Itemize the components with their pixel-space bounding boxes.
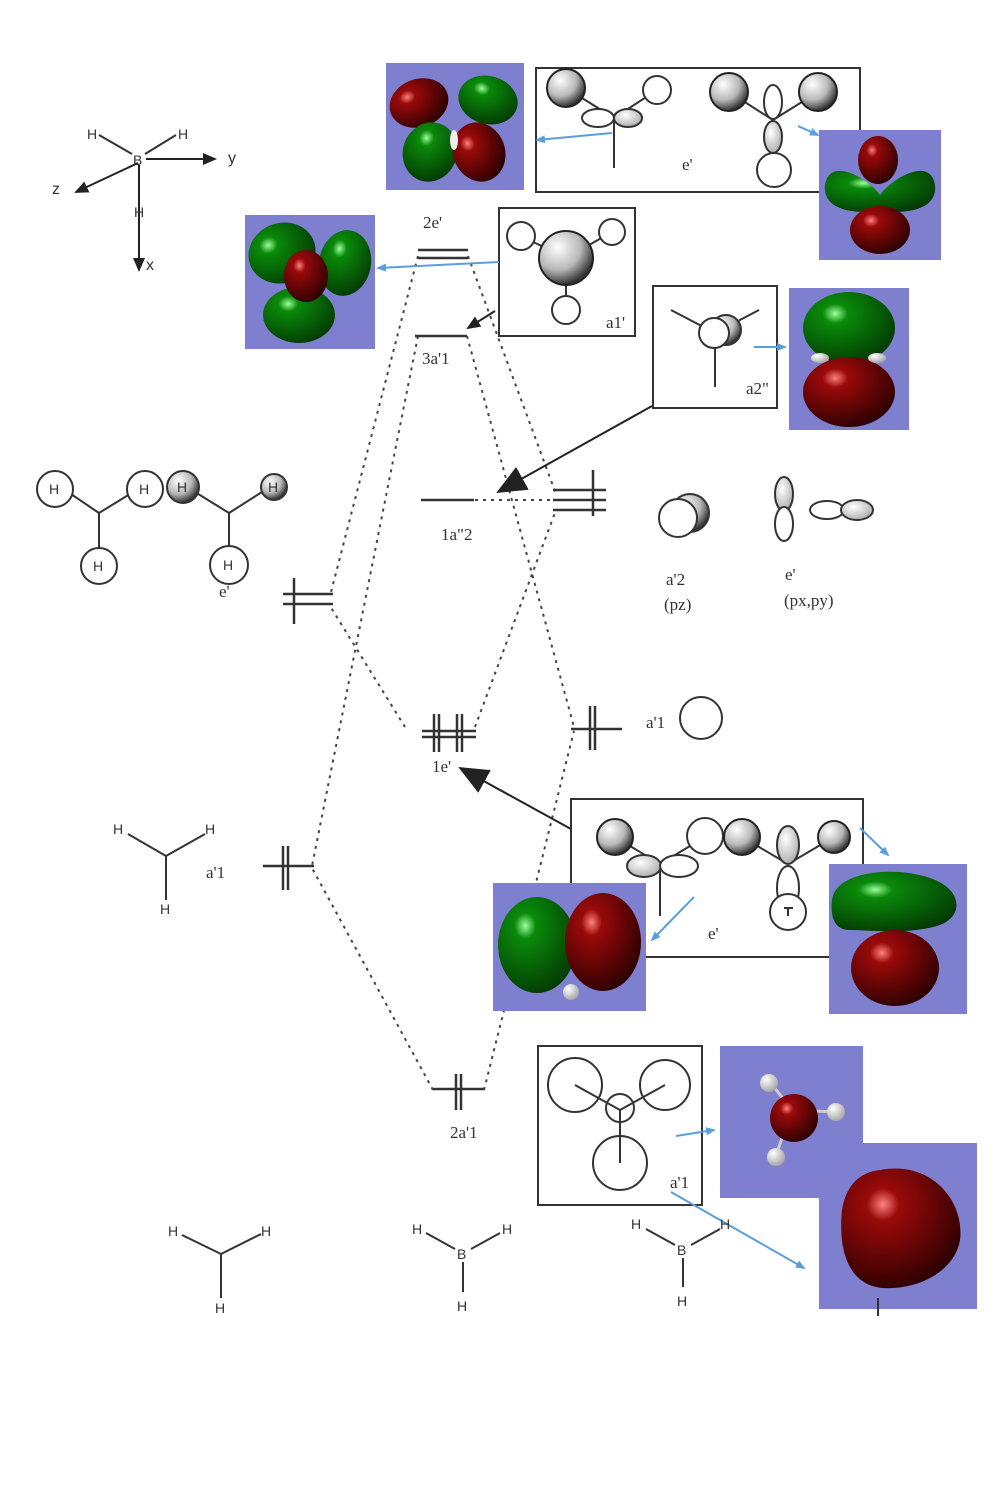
- atom-H: H: [223, 557, 233, 573]
- level-label: 2a'1: [450, 1123, 478, 1142]
- boron-s-sym: a'1: [646, 713, 665, 732]
- atom-H: H: [457, 1298, 467, 1314]
- level-label: 1e': [432, 757, 451, 776]
- salc-box-top-e: e': [535, 67, 861, 193]
- atom-H: H: [168, 1223, 178, 1239]
- atom-H: H: [631, 1216, 641, 1232]
- z-axis-arrow: [74, 162, 139, 193]
- atom-H: H: [502, 1221, 512, 1237]
- level-label: 3a'1: [422, 349, 450, 368]
- atom-H: H: [93, 558, 103, 574]
- fragment-bh3: H H B H: [412, 1221, 512, 1314]
- atom-B: B: [677, 1242, 686, 1258]
- ligand-e-level: e': [219, 578, 333, 624]
- boron-s-level: a'1: [571, 696, 723, 750]
- salc-sym: a'1: [670, 1173, 689, 1192]
- correlation-line: [474, 509, 557, 728]
- ligand-a1-label: a'1: [206, 863, 225, 882]
- s-orbital-icon: [679, 696, 723, 740]
- bond: [98, 134, 133, 155]
- atom-B: B: [457, 1246, 466, 1262]
- salc-box-bottom-a1: a'1: [537, 1045, 703, 1206]
- atom-H: H: [139, 481, 149, 497]
- axes-frame: H H B y z H x: [52, 126, 236, 274]
- mo-render-1a2: [789, 288, 909, 430]
- mo-render-1e-b: [829, 864, 967, 1014]
- pointer-arrow: [859, 827, 890, 857]
- boron-pz-orbital: a'2 (pz): [658, 493, 710, 614]
- correlation-line: [466, 335, 575, 728]
- ligand-a1-level: a'1: [206, 846, 314, 890]
- pointer-arrows: [376, 125, 890, 1269]
- level-2a1: 2a'1: [433, 1074, 484, 1142]
- correlation-line: [311, 335, 419, 867]
- salc-sym: e': [682, 155, 693, 174]
- pointer-arrow: [670, 1191, 806, 1269]
- pointer-arrow: [650, 896, 695, 942]
- bond: [144, 134, 177, 155]
- atom-H: H: [49, 481, 59, 497]
- level-1e: 1e': [422, 714, 476, 776]
- mo-render-2e-b: [819, 130, 941, 260]
- salc-sym: a1': [606, 313, 625, 332]
- salc-sym: e': [708, 924, 719, 943]
- level-label: 1a"2: [441, 525, 473, 544]
- pxy-sym: e': [785, 565, 796, 584]
- atom-H: H: [205, 821, 215, 837]
- atom-H: H: [178, 126, 188, 142]
- atom-H: H: [134, 204, 144, 220]
- salc-box-a1-top: a1': [498, 207, 636, 337]
- mo-render-2e-a: [386, 63, 524, 190]
- atom-H: H: [261, 1223, 271, 1239]
- mo-render-3a1: [245, 215, 375, 349]
- pointer-arrow: [466, 310, 496, 330]
- atom-H: H: [412, 1221, 422, 1237]
- ligand-e-label: e': [219, 582, 230, 601]
- boron-pxy-orbitals: e' (px,py): [774, 476, 874, 610]
- pointer-arrow: [496, 405, 653, 493]
- atom-H: H: [215, 1300, 225, 1316]
- ligand-e-salc-1: H H H: [36, 470, 164, 585]
- atom-H: H: [720, 1216, 730, 1232]
- level-3a1: 3a'1: [415, 334, 467, 368]
- correlation-line: [467, 255, 557, 495]
- boron-p-levels: [553, 470, 606, 516]
- y-axis-label: y: [228, 150, 236, 167]
- level-label: 2e': [423, 213, 442, 232]
- pz-name: (pz): [664, 595, 691, 614]
- pointer-arrow: [535, 132, 613, 144]
- atom-B: B: [133, 152, 142, 168]
- atom-H: H: [268, 479, 278, 495]
- level-2e: 2e': [418, 213, 468, 260]
- salc-sym: a2": [746, 379, 769, 398]
- mo-render-1e-a: [493, 883, 646, 1011]
- fragment-h3: H H H: [168, 1223, 271, 1316]
- atom-H: H: [113, 821, 123, 837]
- pointer-arrow: [797, 125, 820, 136]
- fragment-bh3-right: H H B H: [631, 1216, 730, 1309]
- h3-a1-fragment: H H H: [113, 821, 215, 917]
- atom-H: H: [160, 901, 170, 917]
- correlation-line: [311, 867, 434, 1091]
- pointer-arrow: [376, 261, 500, 272]
- correlation-line: [329, 255, 419, 597]
- ligand-e-salc-2: H H H: [166, 470, 288, 585]
- level-1a2: 1a"2: [421, 498, 474, 544]
- pz-sym: a'2: [666, 570, 685, 589]
- mo-render-2a1-large: [819, 1143, 977, 1316]
- pxy-name: (px,py): [784, 591, 834, 610]
- correlation-line: [329, 605, 406, 728]
- atom-H: H: [177, 479, 187, 495]
- pointer-arrow: [458, 767, 572, 830]
- pointer-arrow: [675, 1127, 716, 1137]
- z-axis-label: z: [52, 181, 60, 198]
- atom-H: H: [677, 1293, 687, 1309]
- atom-H: H: [87, 126, 97, 142]
- x-axis-label: x: [146, 257, 154, 274]
